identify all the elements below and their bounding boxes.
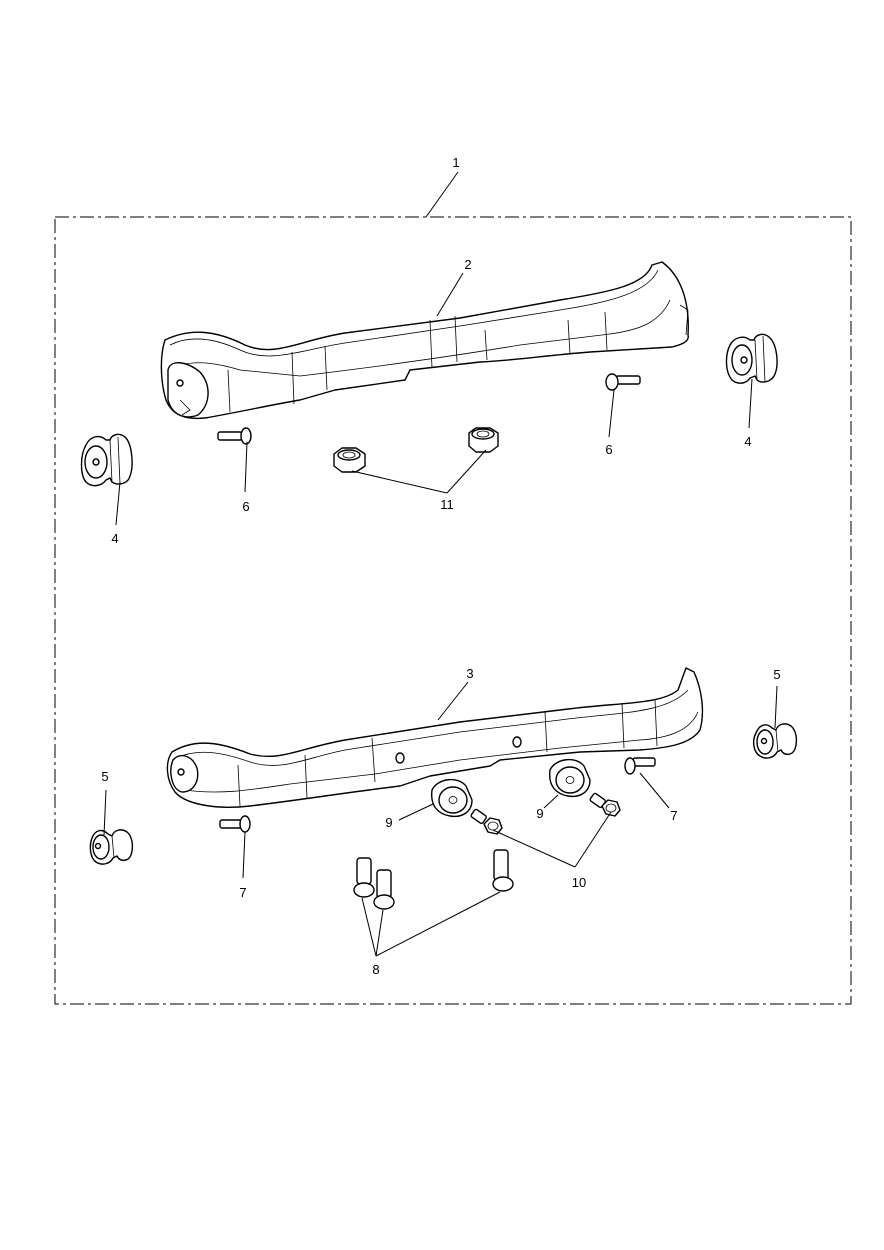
part-8-screw-a [353, 857, 375, 898]
callout-5-right: 5 [773, 667, 780, 682]
part-6-screw-left [217, 427, 252, 445]
callout-5-left: 5 [101, 769, 108, 784]
part-11-nut-left [333, 447, 366, 473]
callout-4-left: 4 [111, 531, 118, 546]
part-11-nut-right [468, 427, 499, 453]
callout-2: 2 [464, 257, 471, 272]
callout-1: 1 [452, 155, 459, 170]
upper-rail [160, 261, 689, 420]
kit-boundary-frame [54, 216, 852, 1005]
part-4-right [725, 333, 778, 384]
part-8-screw-b [373, 869, 395, 910]
lower-rail [166, 667, 704, 808]
callout-11: 11 [440, 497, 454, 512]
callout-9-right: 9 [536, 806, 543, 821]
leader-lines [103, 171, 778, 957]
part-6-screw-right [605, 373, 641, 391]
part-8-screw-c [492, 849, 514, 892]
callout-7-right: 7 [670, 808, 677, 823]
callout-3: 3 [466, 666, 473, 681]
callout-7-left: 7 [239, 885, 246, 900]
part-9-spacer-right [549, 759, 591, 798]
part-4-left [80, 433, 133, 487]
part-7-screw-left [219, 815, 251, 833]
part-10-bolt-left [470, 808, 503, 835]
callout-4-right: 4 [744, 434, 751, 449]
part-10-bolt-right [589, 792, 621, 817]
callout-8: 8 [372, 962, 379, 977]
part-7-screw-right [624, 757, 656, 775]
callout-numbers: 1 2 3 4 4 5 5 6 6 7 7 8 9 9 10 11 [101, 155, 780, 977]
part-5-left [89, 829, 134, 865]
callout-6-left: 6 [242, 499, 249, 514]
callout-6-right: 6 [605, 442, 612, 457]
part-9-spacer-left [431, 779, 473, 818]
part-5-right [752, 723, 798, 759]
callout-9-left: 9 [385, 815, 392, 830]
callout-10: 10 [572, 875, 586, 890]
